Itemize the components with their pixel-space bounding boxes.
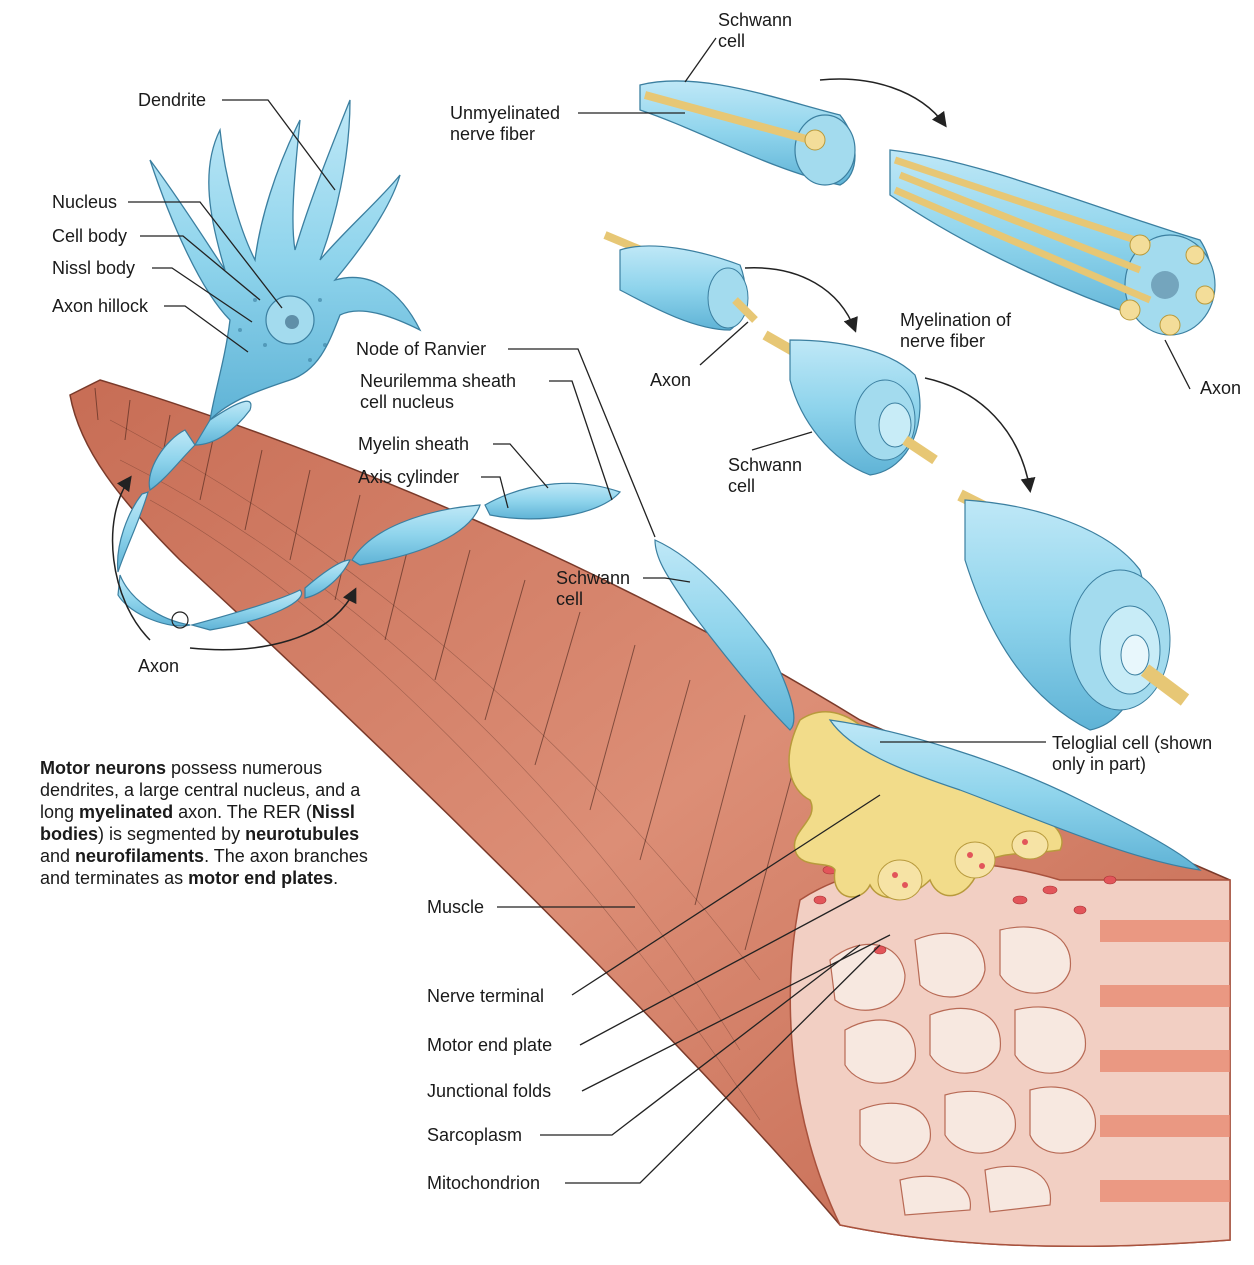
label-nucleus: Nucleus [52, 192, 117, 213]
label-mitochondrion: Mitochondrion [427, 1173, 540, 1194]
myelination-stage-3 [960, 495, 1185, 730]
label-axon-left: Axon [138, 656, 179, 677]
label-sarcoplasm: Sarcoplasm [427, 1125, 522, 1146]
label-axon-hillock: Axon hillock [52, 296, 148, 317]
label-dendrite: Dendrite [138, 90, 206, 111]
label-motor-end-plate: Motor end plate [427, 1035, 552, 1056]
label-node-of-ranvier: Node of Ranvier [356, 339, 486, 360]
figure-caption: Motor neurons possess numerous dendrites… [40, 757, 370, 889]
unmyelinated-bundle [890, 150, 1215, 335]
myelination-stage-2 [765, 335, 935, 475]
label-junctional-folds: Junctional folds [427, 1081, 551, 1102]
unmyelinated-fiber [640, 81, 855, 185]
label-nerve-terminal: Nerve terminal [427, 986, 544, 1007]
label-muscle: Muscle [427, 897, 484, 918]
label-axon-mid: Axon [650, 370, 691, 391]
label-myelin-sheath: Myelin sheath [358, 434, 469, 455]
muscle-cross-section [790, 863, 1230, 1247]
label-nissl-body: Nissl body [52, 258, 135, 279]
label-cell-body: Cell body [52, 226, 127, 247]
myelination-stage-1 [605, 235, 755, 330]
label-axon-right: Axon [1200, 378, 1241, 399]
label-axis-cylinder: Axis cylinder [358, 467, 459, 488]
